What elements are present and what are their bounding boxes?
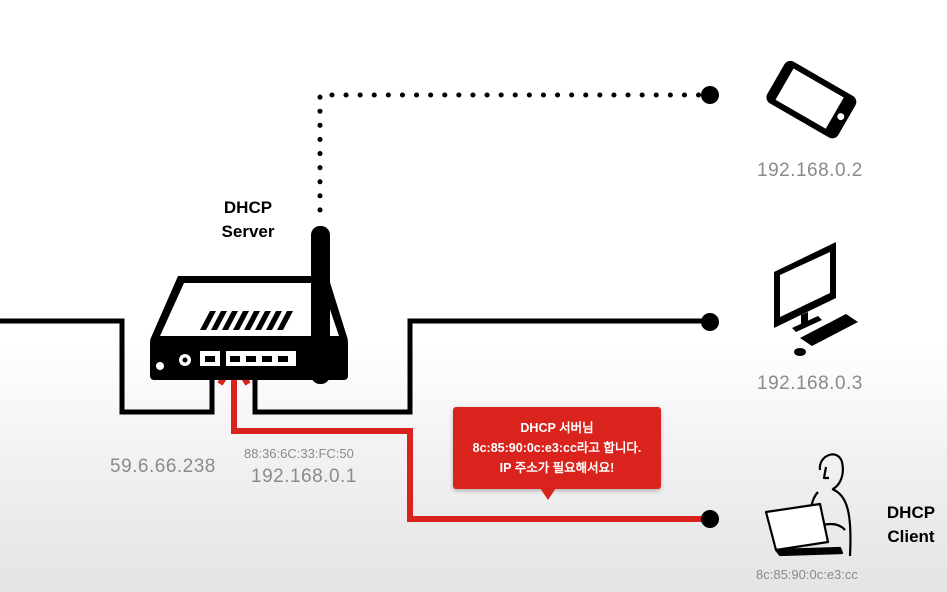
- server-role-label: DHCP Server: [215, 196, 281, 244]
- server-role-line2: Server: [221, 222, 275, 241]
- desktop-computer-icon: [774, 242, 858, 356]
- bubble-line2: 8c:85:90:0c:e3:cc라고 합니다.: [472, 441, 642, 455]
- phone-endpoint-dot: [701, 86, 719, 104]
- dhcp-request-path: [231, 375, 710, 522]
- phone-ip: 192.168.0.2: [757, 160, 863, 181]
- bubble-line3: IP 주소가 필요해서요!: [499, 461, 615, 475]
- smartphone-icon: [766, 60, 857, 139]
- client-mac: 8c:85:90:0c:e3:cc: [756, 567, 858, 582]
- wireless-link: [317, 92, 713, 213]
- bubble-line1: DHCP 서버님: [520, 421, 594, 435]
- client-endpoint-dot: [701, 510, 719, 528]
- server-role-line1: DHCP: [223, 198, 273, 217]
- lan-cable-desktop: [252, 318, 710, 415]
- router-mac: 88:36:6C:33:FC:50: [244, 446, 354, 461]
- client-role-line2: Client: [887, 527, 935, 546]
- laptop-user-icon: [764, 453, 852, 557]
- bubble-tail: [540, 488, 556, 500]
- client-role-line1: DHCP: [886, 503, 936, 522]
- router-icon: [150, 226, 348, 384]
- desktop-endpoint-dot: [701, 313, 719, 331]
- dhcp-request-bubble: DHCP 서버님 8c:85:90:0c:e3:cc라고 합니다. IP 주소가…: [453, 407, 661, 489]
- wan-cable: [0, 318, 215, 415]
- router-lan-ip: 192.168.0.1: [251, 466, 357, 487]
- desktop-ip: 192.168.0.3: [757, 373, 863, 394]
- client-role-label: DHCP Client: [878, 501, 944, 549]
- wan-ip: 59.6.66.238: [110, 456, 216, 477]
